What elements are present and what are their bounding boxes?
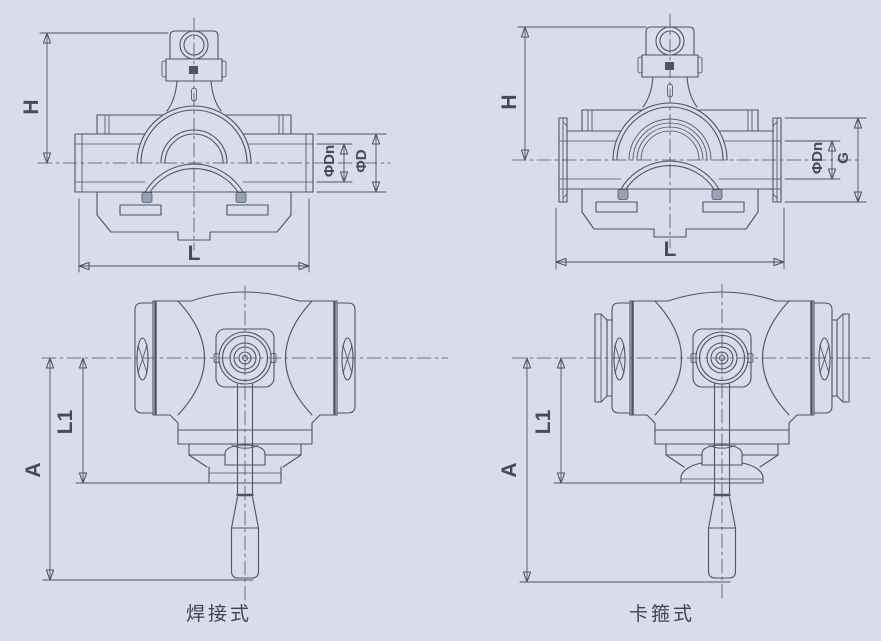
caption-welded-type: 焊接式 [186, 603, 252, 625]
dim-label-total-height: A [498, 462, 521, 477]
dim-label-bore: ΦDn [321, 145, 338, 177]
caption-clamp-type: 卡箍式 [629, 603, 695, 625]
dim-label-height: H [498, 94, 521, 109]
dim-label-outer-diameter: ΦD [353, 149, 370, 172]
dim-label-stem-height: L1 [532, 409, 555, 434]
dim-label-total-height: A [22, 462, 45, 477]
dim-label-clamp-diameter: G [835, 152, 852, 164]
dim-label-stem-height: L1 [54, 409, 77, 434]
welded-valve-section-view: H ΦDn ΦD L [20, 17, 391, 273]
dim-label-height: H [20, 99, 43, 114]
dim-label-length: L [188, 242, 201, 265]
welded-valve-front-view: A L1 焊接式 [22, 285, 449, 625]
dim-label-bore: ΦDn [809, 142, 826, 174]
clamp-valve-section-view: H ΦDn G L [498, 13, 867, 270]
dim-label-length: L [664, 238, 677, 261]
clamp-valve-front-view: A L1 卡箍式 [498, 283, 871, 625]
